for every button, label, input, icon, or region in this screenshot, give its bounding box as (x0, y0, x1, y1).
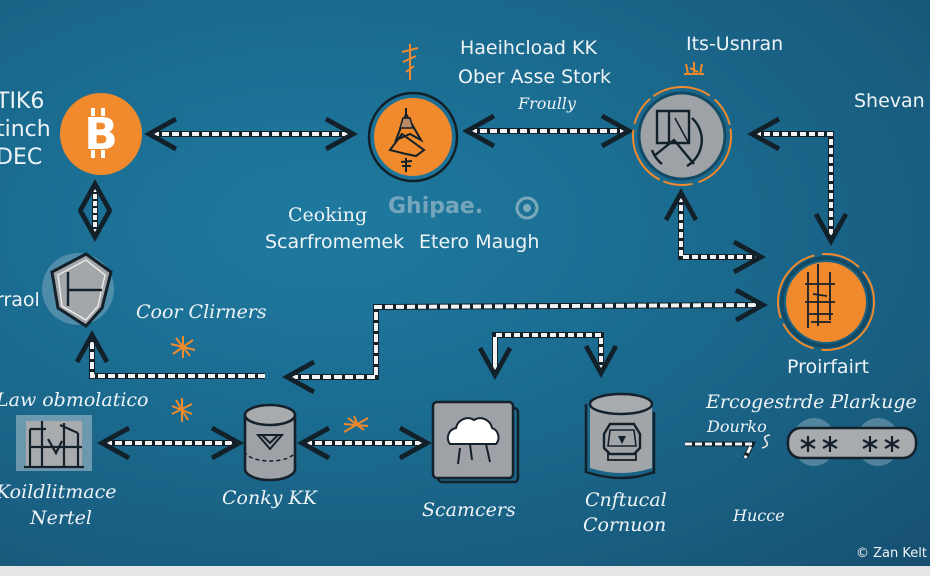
squiggle-icon (761, 434, 771, 449)
ethereum-label-line1: Haeihcload KK (460, 37, 597, 59)
bitcoin-label-line3: DEC (0, 145, 43, 170)
copyright-label: © Zan Kelt (856, 546, 927, 561)
wallet-label: Its-Usnran (686, 33, 784, 55)
ethereum-icon (367, 91, 459, 183)
ledger-icon (777, 253, 875, 351)
ethereum-label-line2: Ober Asse Stork (458, 66, 612, 88)
processor-node[interactable] (775, 250, 881, 356)
building-label-line1: Koildlitmace (0, 481, 117, 503)
spark-icon (170, 336, 196, 358)
bitcoin-label-line1: TIK6 (0, 89, 45, 114)
bottom-strip (0, 566, 930, 576)
scarfromemek-label: Scarfromemek (265, 231, 405, 253)
building-node[interactable] (16, 415, 92, 471)
keypad-icon (786, 418, 918, 466)
building-label-line2: Nertel (30, 507, 92, 529)
database-icon (243, 403, 297, 482)
bitcoin-node[interactable]: B (59, 92, 143, 176)
processor-label: Proirfairt (787, 356, 870, 378)
spark-icon (343, 415, 369, 433)
storage-label-line1: Cnftucal (585, 489, 667, 511)
hexagon-node[interactable] (40, 246, 116, 332)
storage-label-line2: Cornuon (583, 514, 667, 536)
connector-keypad-input (685, 441, 757, 460)
database-node[interactable] (242, 403, 298, 483)
hexagon-icon (42, 252, 114, 328)
cloud-label: Scamcers (422, 499, 516, 521)
etero-maugh-label: Etero Maugh (419, 231, 540, 253)
hexagon-label: rraol (0, 289, 40, 311)
connector-cloud-storage (477, 332, 619, 380)
ethereum-node[interactable] (366, 88, 466, 188)
law-obmolatico-label: Law obmolatico (0, 389, 149, 411)
spark-icon (684, 62, 704, 75)
wallet-node[interactable] (632, 78, 748, 194)
cloud-icon (431, 400, 520, 484)
connector-wallet-processor-lower (663, 188, 766, 275)
connector-hexagon-database (74, 330, 265, 379)
ceoking-label: Ceoking (288, 204, 368, 226)
bitcoin-label-line2: tinch (0, 117, 51, 142)
spark-icon (171, 398, 193, 422)
coor-clirners-label: Coor Clirners (136, 301, 267, 323)
hucce-label: Hucce (733, 506, 785, 525)
shevan-label: Shevan (854, 90, 925, 112)
keypad-node[interactable] (786, 414, 920, 472)
building-icon (16, 415, 92, 471)
wallet-icon (632, 86, 732, 186)
keypad-label: Ercogestrde Plarkuge (706, 391, 917, 413)
database-label: Conky KK (222, 487, 317, 509)
watermark-circle-icon (515, 196, 539, 220)
dourko-label: Dourko (707, 417, 767, 436)
connector-wallet-processor (747, 116, 849, 246)
bitcoin-icon: B (60, 93, 142, 175)
watermark: Ghipae. (388, 194, 484, 219)
cloud-node[interactable] (430, 398, 522, 484)
storage-node[interactable] (582, 388, 662, 486)
ethereum-label-line3: Froully (518, 94, 576, 113)
storage-icon (584, 392, 656, 480)
connector-database-processor (282, 288, 768, 395)
spark-icon (401, 44, 419, 80)
